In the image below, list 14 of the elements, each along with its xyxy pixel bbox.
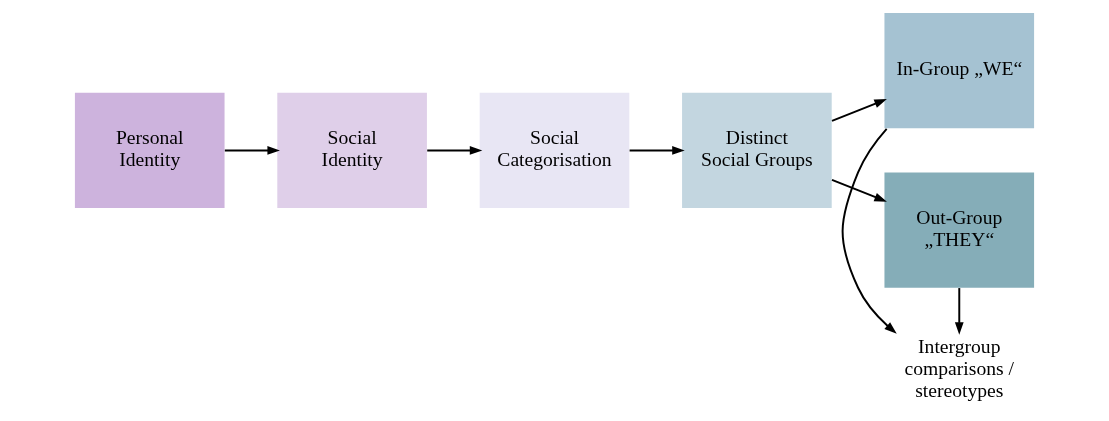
node-text: Intergroup comparisons / stereotypes: [904, 335, 1015, 401]
arrow: [831, 99, 887, 122]
node-box: Social Categorisation: [479, 92, 630, 209]
arrow: [223, 146, 280, 155]
node-box: Distinct Social Groups: [682, 92, 832, 209]
arrow: [628, 146, 685, 155]
node-box: Out-Group „THEY“: [884, 172, 1035, 288]
arrow: [841, 127, 897, 334]
arrow: [954, 287, 964, 335]
arrow: [831, 178, 887, 202]
node-box: Personal Identity: [74, 92, 225, 209]
arrow: [426, 146, 483, 155]
node-box: In-Group „WE“: [884, 13, 1035, 129]
node-box: Social Identity: [277, 92, 427, 209]
